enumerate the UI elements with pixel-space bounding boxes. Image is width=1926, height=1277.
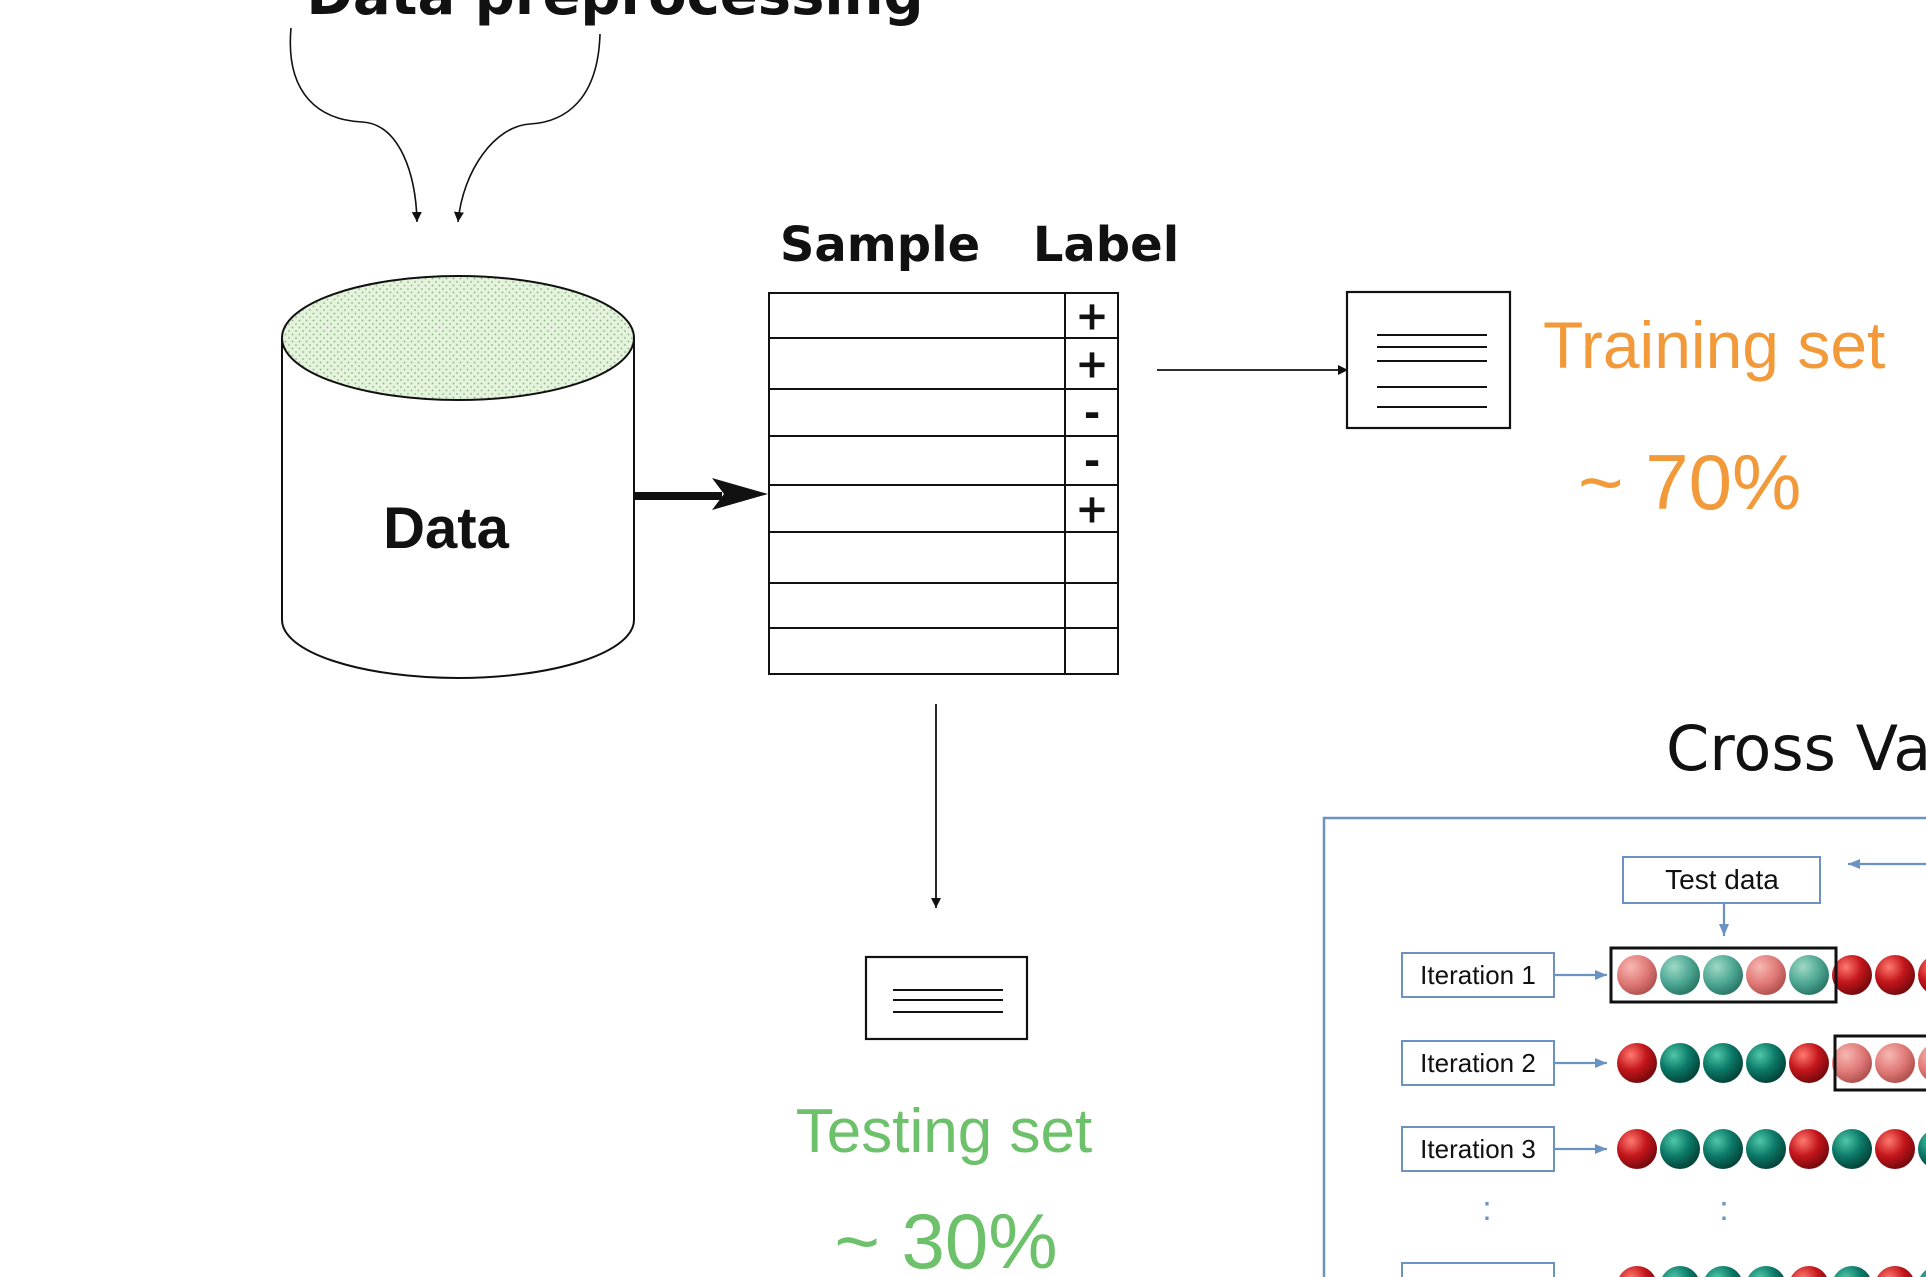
cv-ball (1746, 1129, 1786, 1169)
table-label-cell: + (1075, 487, 1109, 533)
database-cylinder: Data (281, 275, 635, 679)
cv-ball (1748, 1266, 1784, 1277)
cv-ball (1875, 1129, 1915, 1169)
ellipsis-right: : (1719, 1190, 1728, 1228)
cv-ball (1834, 1266, 1870, 1277)
table-label-cell: + (1075, 342, 1109, 388)
test-data-box (1622, 856, 1821, 904)
training-document-icon (1345, 290, 1512, 430)
cv-ball (1703, 1129, 1743, 1169)
cv-ball (1660, 955, 1700, 995)
cv-ball (1703, 955, 1743, 995)
database-label: Data (383, 496, 509, 561)
cv-ball (1918, 1047, 1926, 1079)
training-percent: ~ 70% (1578, 438, 1801, 526)
cv-ball (1791, 1266, 1827, 1277)
label-header: Label (1033, 217, 1179, 273)
iteration-2-label: Iteration 2 (1420, 1048, 1536, 1078)
training-set-title: Training set (1543, 308, 1885, 382)
test-fold-outline-2 (1833, 1034, 1926, 1092)
cv-ball (1789, 955, 1829, 995)
cv-ball (1705, 1266, 1741, 1277)
cv-ball (1877, 1266, 1913, 1277)
ellipsis-left: : (1482, 1190, 1491, 1228)
cv-ball (1660, 1129, 1700, 1169)
cv-ball (1660, 1043, 1700, 1083)
cv-ball (1617, 955, 1657, 995)
cross-validation-panel: Test data Iteration 1 Iteration 2 Iterat… (1322, 816, 1926, 1277)
curve-arrow-left (289, 27, 422, 223)
testing-percent: ~ 30% (834, 1197, 1057, 1277)
iteration-1-label: Iteration 1 (1420, 960, 1536, 990)
cv-ball (1875, 1043, 1915, 1083)
curve-arrow-right (453, 33, 601, 223)
iteration-2-box (1401, 1040, 1555, 1086)
thick-arrow-to-table (635, 478, 768, 510)
table-label-cell: - (1084, 391, 1101, 437)
table-label-cell: - (1084, 439, 1101, 485)
testing-set-title: Testing set (796, 1097, 1092, 1166)
cv-ball (1789, 1043, 1829, 1083)
table-label-cell: + (1075, 294, 1109, 340)
iteration-1-box (1401, 952, 1555, 998)
table-frame (768, 292, 1119, 675)
sample-table: ++--+ (768, 292, 1119, 675)
cv-ball (1918, 959, 1926, 991)
iteration-n-box (1401, 1262, 1555, 1277)
cv-ball (1832, 955, 1872, 995)
cv-ball (1746, 1043, 1786, 1083)
cv-ball (1832, 1043, 1872, 1083)
top-title: Data preprocessing (306, 0, 923, 28)
cross-validation-title: Cross Va (1666, 712, 1926, 785)
cv-ball (1703, 1043, 1743, 1083)
iteration-3-label: Iteration 3 (1420, 1134, 1536, 1164)
cv-ball (1617, 1129, 1657, 1169)
cv-ball (1875, 955, 1915, 995)
cv-ball (1617, 1043, 1657, 1083)
testing-document-icon (864, 955, 1029, 1041)
cv-ball (1662, 1266, 1698, 1277)
cv-ball (1920, 1270, 1926, 1277)
iteration-3-box (1401, 1126, 1555, 1172)
cv-ball (1746, 955, 1786, 995)
ball-rows (1617, 955, 1926, 1277)
test-data-label: Test data (1665, 864, 1779, 895)
cv-ball (1918, 1133, 1926, 1165)
cv-ball (1619, 1266, 1655, 1277)
sample-header: Sample (780, 217, 980, 273)
test-fold-outline-1 (1609, 946, 1838, 1004)
cv-ball (1832, 1129, 1872, 1169)
cv-ball (1789, 1129, 1829, 1169)
